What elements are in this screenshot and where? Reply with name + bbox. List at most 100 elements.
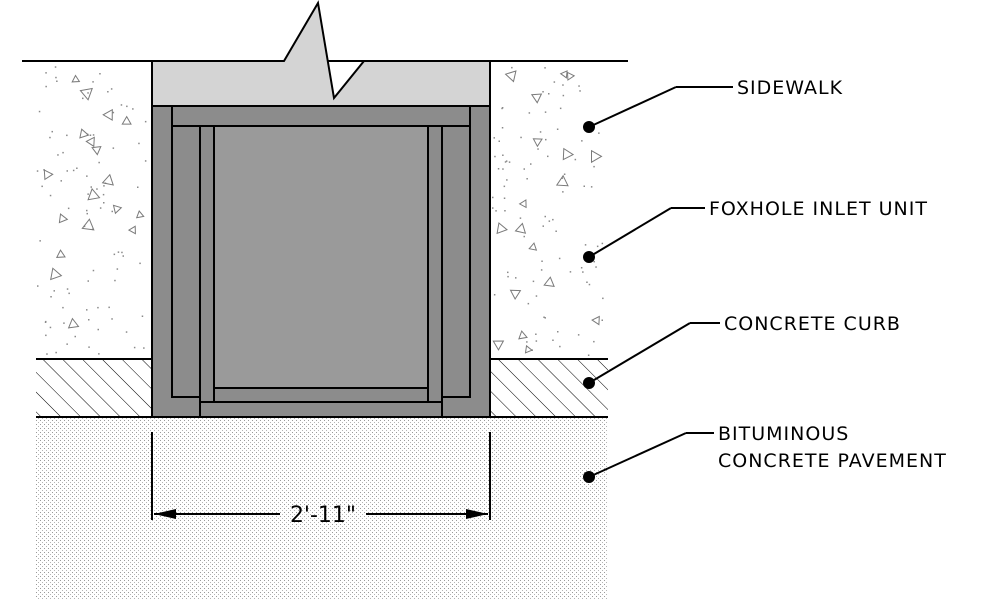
soil-speck — [98, 353, 100, 355]
foxhole-inlet-unit — [151, 105, 491, 418]
soil-speck — [41, 185, 43, 188]
sidewalk-slab — [151, 0, 491, 107]
soil-speck — [556, 128, 559, 130]
soil-speck — [103, 185, 105, 187]
soil-speck — [563, 173, 566, 175]
soil-speck — [559, 107, 562, 110]
soil-speck — [535, 333, 537, 335]
soil-aggregate — [555, 174, 569, 187]
soil-speck — [515, 277, 517, 279]
soil-speck — [555, 230, 557, 232]
soil-speck — [49, 326, 52, 329]
inlet-inner-panel — [213, 125, 429, 389]
soil-speck — [62, 306, 64, 309]
soil-speck — [493, 294, 496, 296]
soil-speck — [87, 92, 89, 94]
soil-speck — [523, 235, 525, 238]
soil-speck — [138, 142, 140, 145]
soil-aggregate — [55, 249, 66, 258]
soil-speck — [548, 220, 551, 222]
soil-aggregate — [81, 218, 95, 231]
soil-speck — [504, 161, 507, 163]
soil-aggregate — [79, 128, 90, 139]
soil-speck — [66, 170, 68, 172]
soil-speck — [88, 319, 90, 321]
soil-speck — [532, 280, 535, 283]
soil-speck — [132, 108, 134, 110]
soil-aggregate — [559, 70, 568, 79]
soil-speck — [67, 207, 70, 210]
soil-speck — [88, 346, 90, 348]
soil-speck — [562, 84, 564, 86]
callout-curb: CONCRETE CURB — [583, 313, 900, 389]
soil-speck — [117, 251, 120, 253]
soil-aggregate — [43, 169, 54, 181]
soil-aggregate — [135, 210, 145, 219]
soil-speck — [56, 80, 58, 82]
dim-arrow-right — [466, 509, 488, 519]
soil-speck — [577, 334, 580, 336]
dim-arrow-left — [154, 509, 176, 519]
soil-speck — [86, 175, 88, 177]
soil-speck — [528, 112, 531, 114]
soil-speck — [505, 160, 508, 162]
soil-speck — [523, 168, 525, 170]
dimension-label: 2'-11" — [290, 503, 356, 528]
soil-aggregate — [112, 204, 123, 215]
leader-dot-sidewalk — [583, 121, 595, 133]
soil-speck — [87, 193, 89, 195]
soil-aggregate — [102, 108, 113, 121]
soil-speck — [504, 210, 506, 212]
soil-speck — [126, 105, 128, 108]
leader-dot-curb — [583, 377, 595, 389]
soil-aggregate — [514, 222, 527, 234]
soil-speck — [68, 292, 70, 295]
soil-speck — [96, 188, 98, 190]
soil-aggregate — [87, 187, 101, 201]
inlet-bottom-band — [199, 401, 443, 418]
curb-left — [36, 359, 152, 417]
inlet-top-band — [171, 105, 471, 127]
soil-speck — [541, 260, 543, 262]
soil-speck — [133, 346, 136, 349]
soil-speck — [503, 185, 506, 188]
soil-speck — [492, 207, 494, 209]
soil-speck — [57, 154, 59, 156]
soil-speck — [492, 196, 494, 199]
soil-speck — [49, 136, 51, 139]
soil-speck — [544, 67, 546, 69]
soil-speck — [503, 197, 506, 199]
soil-speck — [66, 134, 68, 137]
soil-aggregate — [591, 315, 600, 326]
soil-speck — [542, 91, 544, 93]
soil-speck — [46, 353, 48, 355]
soil-speck — [74, 335, 76, 338]
soil-speck — [66, 343, 68, 345]
soil-speck — [139, 262, 141, 265]
soil-speck — [593, 165, 595, 168]
inlet-left-frame — [171, 125, 201, 398]
soil-speck — [86, 309, 88, 311]
soil-speck — [519, 217, 522, 219]
soil-speck — [107, 91, 109, 93]
soil-speck — [495, 210, 497, 212]
soil-speck — [552, 339, 554, 341]
inlet-right-post — [427, 125, 443, 403]
soil-aggregate — [528, 242, 538, 251]
soil-aggregate — [50, 267, 63, 281]
soil-speck — [66, 288, 69, 290]
soil-speck — [112, 111, 115, 114]
soil-speck — [38, 110, 41, 113]
soil-aggregate — [509, 289, 522, 301]
soil-speck — [527, 302, 530, 305]
soil-speck — [557, 331, 559, 333]
soil-speck — [108, 306, 110, 309]
soil-speck — [497, 168, 500, 170]
soil-speck — [86, 209, 88, 212]
soil-speck — [141, 315, 144, 317]
soil-speck — [544, 215, 546, 218]
soil-speck — [578, 85, 580, 87]
soil-speck — [120, 104, 123, 106]
soil-speck — [586, 281, 588, 283]
soil-speck — [598, 132, 600, 134]
